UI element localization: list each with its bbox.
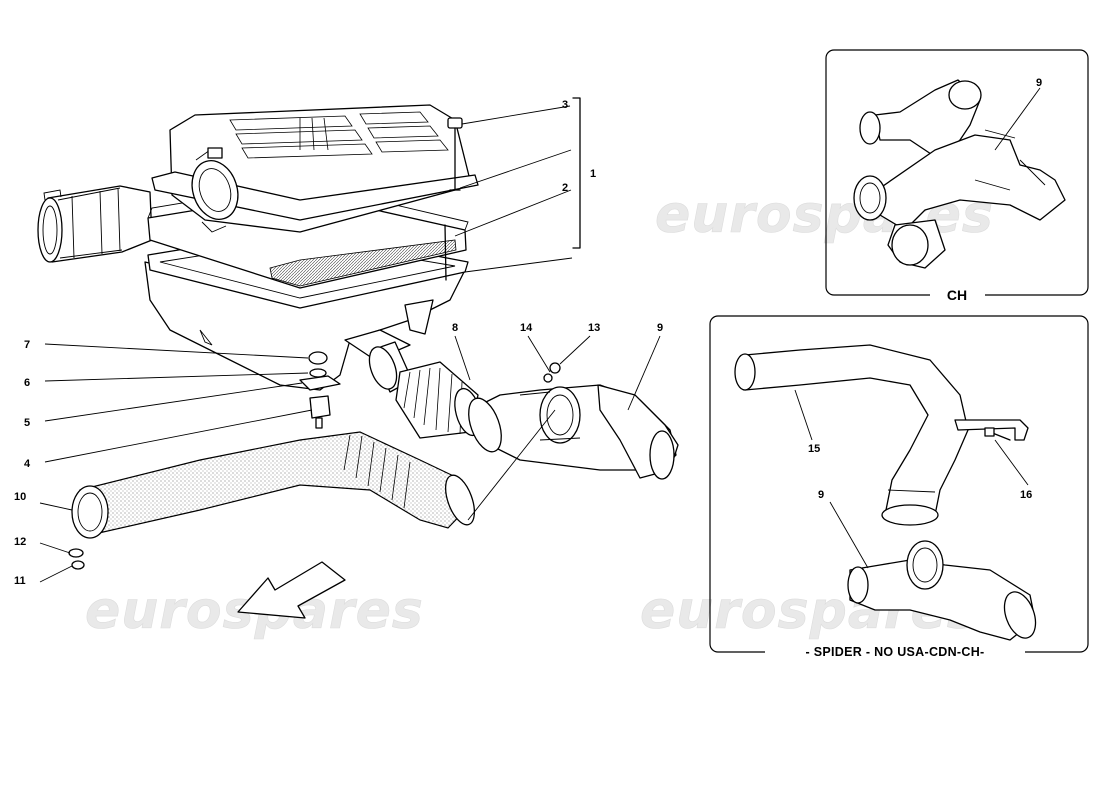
ch-callout-9: 9 [1036,77,1042,89]
inset-ch-label-bg [930,284,985,304]
filter-box-upper-cover [151,104,479,233]
spider-callout-9: 9 [818,489,824,501]
intake-duct-8 [368,341,482,439]
lower-hose-10 [71,431,476,539]
mount-rod [444,224,447,281]
mass-airflow-sensor [37,185,153,263]
washer-14 [543,373,553,383]
rubber-mount [299,351,341,429]
inset-spider-label-bg [765,641,1025,663]
intake-elbow-9 [468,384,679,480]
callout-13: 13 [588,322,600,334]
nut-13 [549,362,561,374]
air-filter-assembly [37,104,679,619]
callout-numbers: 3 1 2 7 6 5 4 10 12 11 8 14 13 9 [14,99,663,587]
callout-5: 5 [24,417,30,429]
callout-8: 8 [452,322,458,334]
callout-9: 9 [657,322,663,334]
spider-pipe-15 [734,344,969,526]
callout-11: 11 [14,575,26,587]
washer-12 [68,548,84,558]
spider-leader-9 [829,501,869,569]
callout-6: 6 [24,377,30,389]
bracket-ref-1 [572,97,581,249]
bolt-3 [447,117,463,191]
inset-spider-label: - SPIDER - NO USA-CDN-CH- [805,645,984,659]
callout-14: 14 [520,322,533,334]
ch-leader-9 [994,87,1041,151]
spider-leader-15 [794,389,813,441]
callout-2: 2 [562,182,568,194]
callout-12: 12 [14,536,26,548]
callout-4: 4 [24,458,31,470]
spider-callout-16: 16 [1020,489,1032,501]
spider-callout-15: 15 [808,443,820,455]
ch-duct [853,79,1066,269]
spider-elbow-9 [847,540,1037,641]
spider-bracket-16 [954,419,1029,441]
callout-3: 3 [562,99,568,111]
inset-spider: - SPIDER - NO USA-CDN-CH- 15 16 9 [709,315,1089,663]
callout-7: 7 [24,339,30,351]
callout-10: 10 [14,491,26,503]
nut-11 [71,560,85,570]
inset-ch-label: CH [947,287,967,303]
watermark-bottom-left: eurospares [85,581,424,641]
cover-ribs [229,111,449,159]
spider-leader-16 [994,439,1029,486]
leader-lines [39,105,661,583]
inset-ch: CH 9 [825,49,1089,304]
callout-1: 1 [590,168,596,180]
direction-arrow [237,561,346,619]
